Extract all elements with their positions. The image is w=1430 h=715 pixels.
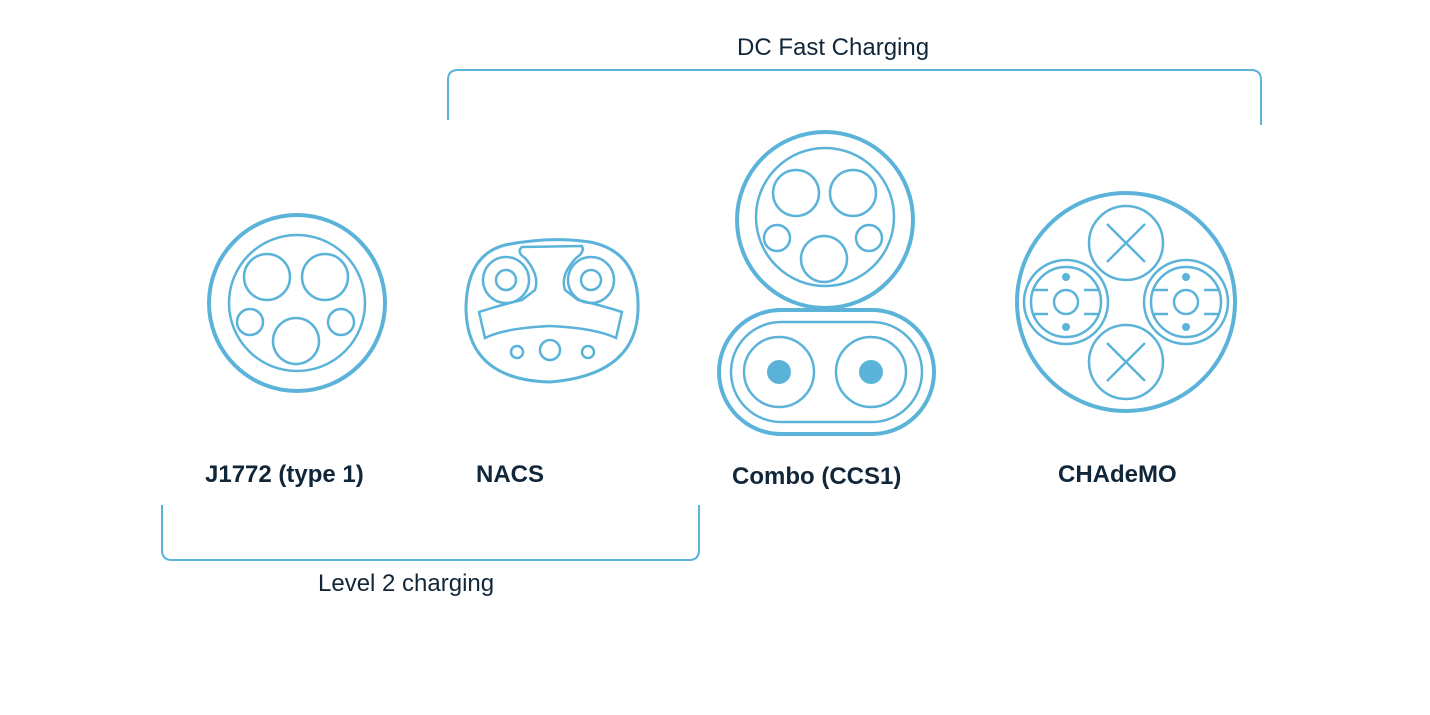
j1772-connector-icon bbox=[207, 213, 387, 393]
dc-fast-charging-label: DC Fast Charging bbox=[737, 34, 930, 61]
ccs1-label: Combo (CCS1) bbox=[726, 463, 910, 493]
nacs-label: NACS bbox=[470, 461, 553, 491]
chademo-label: CHAdeMO bbox=[1052, 461, 1185, 491]
nacs-connector-icon bbox=[464, 238, 640, 384]
level2-bracket bbox=[161, 505, 700, 561]
chademo-connector-icon bbox=[1015, 191, 1237, 413]
ccs1-connector-icon bbox=[717, 130, 936, 436]
j1772-label: J1772 (type 1) bbox=[199, 461, 372, 491]
level2-charging-label: Level 2 charging bbox=[318, 570, 495, 597]
dc-fast-bracket bbox=[447, 69, 1262, 125]
